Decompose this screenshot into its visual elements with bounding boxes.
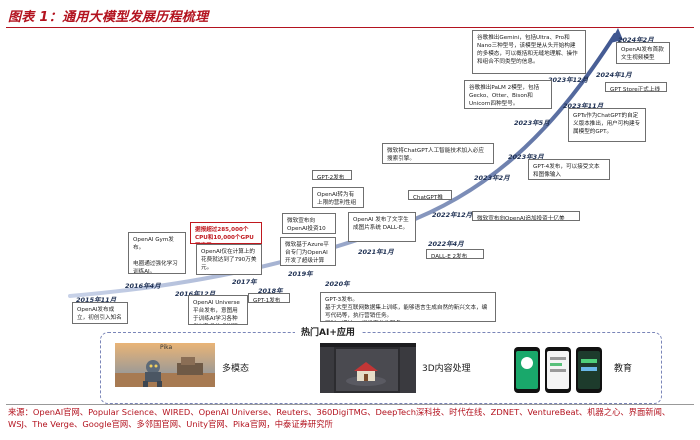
date-label: 2019年 — [288, 268, 313, 278]
footer-divider — [6, 404, 694, 405]
event-box: GPT-4发布，可以接受文本和图像输入 — [528, 159, 610, 180]
event-box: 微软将ChatGPT人工智能技术加入必应搜索引擎。 — [382, 143, 494, 164]
event-box: OpenAI发布成立，初创引入知名NPO。 — [72, 302, 128, 324]
date-label: 2024年1月 — [596, 69, 632, 79]
date-label: 2022年4月 — [428, 238, 464, 248]
event-box: DALL-E 2发布 — [426, 249, 484, 259]
event-box: OpenAI仅在计算上的花费就达到了790万美元。 — [196, 244, 262, 275]
source-note: 来源：OpenAI官网、Popular Science、WIRED、OpenAI… — [8, 406, 692, 430]
education-app-phones — [510, 345, 606, 393]
event-box: GPT-2发布 — [312, 170, 352, 180]
event-box: ChatGPT推出 — [408, 190, 452, 200]
3d-editor-screenshot — [320, 343, 416, 393]
date-label: 2021年1月 — [358, 246, 394, 256]
event-box: GPT-3发布。 基于大型互联网数据集上训练，能够语言生成自然的新兴文本，编写代… — [320, 292, 496, 322]
date-label: 2023年2月 — [474, 172, 510, 182]
hot-apps-heading: 热门AI+应用 — [295, 325, 361, 338]
event-box: GPT Store正式上线 — [605, 82, 667, 92]
date-label: 2023年5月 — [514, 117, 550, 127]
event-box: OpenAI转为有上限的营利性组织。 — [312, 187, 364, 208]
event-box: 微软宣布向OpenAI投资10亿美元。 — [282, 213, 336, 234]
event-box: GPT-1发布 — [248, 293, 290, 303]
date-label: 2022年12月 — [432, 209, 472, 219]
pika-logo: Pika — [160, 344, 172, 351]
date-label: 2023年12月 — [548, 74, 588, 84]
event-box: 微软基于Azure平台专门为OpenAI开发了超级计算机。 — [280, 237, 336, 266]
event-box: OpenAI Universe平台发布，意图用于训练AI学习各种类似软件的虚拟环… — [188, 295, 248, 325]
date-label: 2020年 — [325, 278, 350, 288]
event-box: GPTs作为ChatGPT的自定义版本推出，用户可构建专属模型的GPT。 — [568, 108, 646, 142]
date-label: 2016年4月 — [125, 280, 161, 290]
event-box: OpenAI发布首款文生视频模型Sora — [616, 42, 670, 64]
event-box: OpenAI 发布了文字生成图片系统 DALL-E。 — [348, 212, 416, 242]
event-box-highlight: 据报超过285,000个CPU和10,000个GPU开发了 — [190, 222, 262, 244]
date-label: 2017年 — [232, 276, 257, 286]
event-box: OpenAI Gym发布。 电圈通过强化学习训练AI。 — [128, 232, 186, 274]
app-label-3d: 3D内容处理 — [422, 361, 471, 374]
event-box: 谷歌推出Gemini，包括Ultra、Pro和Nano三种型号，该模型是从头开始… — [472, 30, 586, 74]
app-label-education: 教育 — [614, 361, 632, 374]
app-label-multimodal: 多模态 — [222, 361, 249, 374]
event-box: 微软宣布向OpenAI追加投资十亿美元。 — [472, 211, 580, 221]
event-box: 谷歌推出PaLM 2模型，包括Gecko、Otter、Bison和Unicorn… — [464, 80, 552, 109]
